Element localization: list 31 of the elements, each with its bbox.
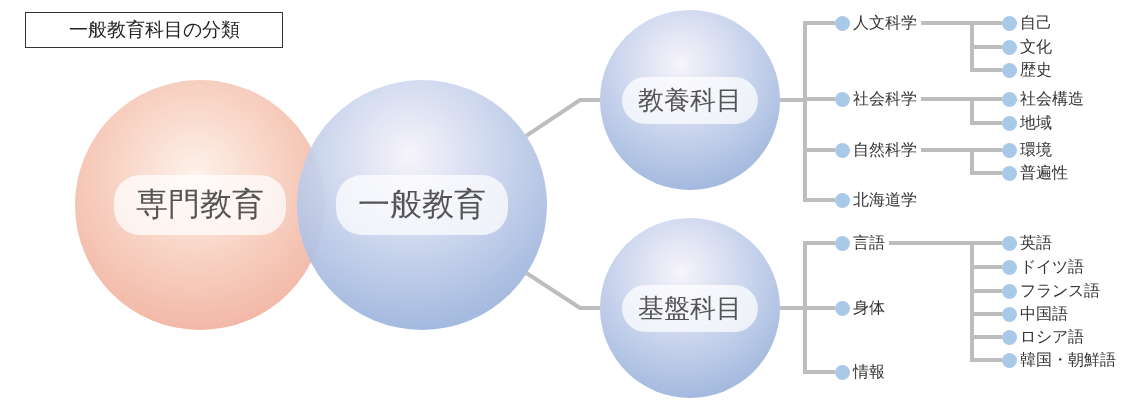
connector-line xyxy=(921,21,1002,72)
item-label: 普遍性 xyxy=(1020,162,1068,184)
title-box: 一般教育科目の分類 xyxy=(25,12,283,48)
item-label: 中国語 xyxy=(1020,303,1068,325)
circle-label: 教養科目 xyxy=(622,76,758,124)
item-label: フランス語 xyxy=(1020,280,1100,302)
item-label: 環境 xyxy=(1020,139,1052,161)
item-label: 文化 xyxy=(1020,36,1052,58)
item-label: 自己 xyxy=(1020,12,1052,34)
item-label: 韓国・朝鮮語 xyxy=(1020,349,1116,371)
item-label: 情報 xyxy=(853,361,885,383)
item-label: 自然科学 xyxy=(853,139,917,161)
item-label: 地域 xyxy=(1020,112,1052,134)
item-label: 社会構造 xyxy=(1020,88,1084,110)
circle-label: 一般教育 xyxy=(336,175,508,235)
connector-line xyxy=(780,306,835,374)
item-label: 社会科学 xyxy=(853,88,917,110)
circle-label: 専門教育 xyxy=(114,175,286,235)
connector-line xyxy=(525,98,600,138)
item-label: 身体 xyxy=(853,297,885,319)
item-label: 英語 xyxy=(1020,232,1052,254)
item-label: ドイツ語 xyxy=(1020,256,1084,278)
item-label: 人文科学 xyxy=(853,12,917,34)
connector-line xyxy=(921,148,1002,175)
item-label: 言語 xyxy=(853,232,885,254)
connector-line xyxy=(525,271,600,310)
item-label: 歴史 xyxy=(1020,59,1052,81)
item-label: 北海道学 xyxy=(853,189,917,211)
item-label: ロシア語 xyxy=(1020,326,1084,348)
connector-line xyxy=(921,97,1002,125)
circle-label: 基盤科目 xyxy=(622,284,758,332)
